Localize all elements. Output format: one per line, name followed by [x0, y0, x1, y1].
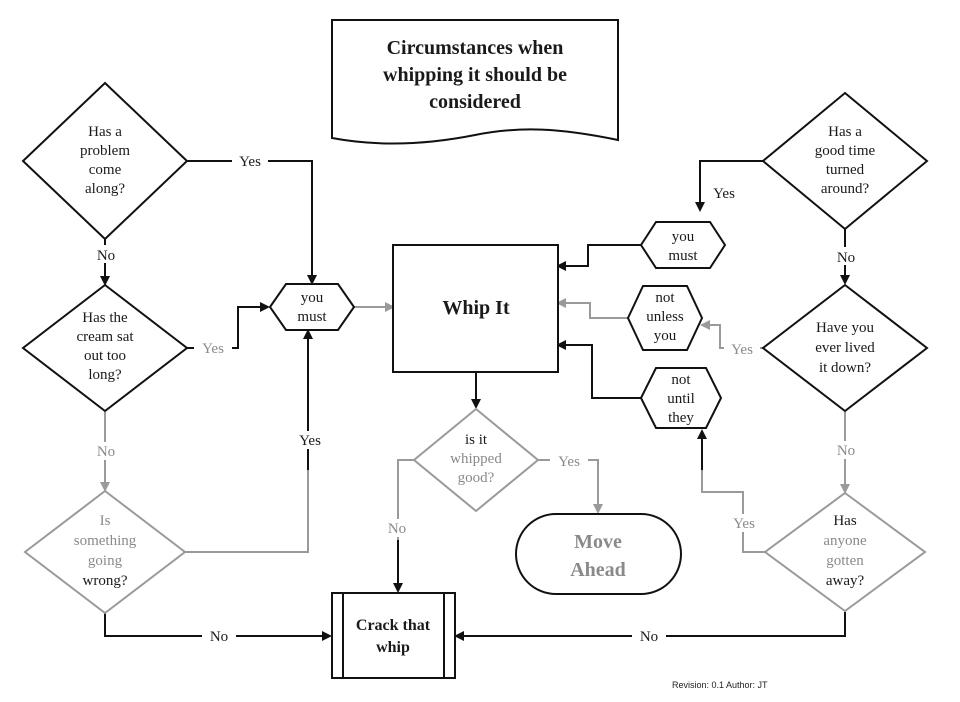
check-line-1: is it	[465, 432, 488, 448]
left-d1-line-3: come	[89, 162, 122, 178]
right-d1-line-4: around?	[821, 181, 870, 197]
process-crack-that-whip	[331, 592, 456, 679]
not-unless-line-3: you	[654, 328, 677, 344]
right-d3-line-2: anyone	[823, 533, 867, 549]
right-d3-line-3: gotten	[826, 553, 864, 569]
title-box	[331, 19, 619, 145]
process-whip-it	[392, 244, 559, 373]
right-d3-line-1: Has	[833, 513, 856, 529]
label-yes-left-d1: Yes	[239, 154, 261, 170]
label-no-left-d3: No	[210, 629, 228, 645]
label-yes-right-d2: Yes	[731, 342, 753, 358]
decision-anyone-gotten-away	[763, 491, 927, 613]
hex-not-until-they	[639, 367, 723, 429]
left-d2-line-4: long?	[88, 367, 122, 383]
label-no-check: No	[388, 521, 406, 537]
left-d3-line-2: something	[74, 533, 137, 549]
edge-not-unless-whip	[556, 298, 628, 319]
not-until-line-2: until	[667, 391, 695, 407]
right-hex-line-2: must	[668, 248, 698, 264]
edge-left-d3-no	[104, 612, 332, 641]
check-line-3: good?	[458, 470, 495, 486]
label-no-right-d1: No	[837, 250, 855, 266]
crack-line-2: whip	[376, 639, 410, 656]
decision-ever-lived-it-down	[761, 283, 929, 413]
decision-good-time-turned-around	[761, 91, 929, 231]
not-unless-line-1: not	[655, 290, 675, 306]
edge-not-until-whip	[556, 340, 641, 399]
left-hex-line-1: you	[301, 290, 324, 306]
decision-is-it-whipped	[412, 407, 540, 513]
not-unless-line-2: unless	[646, 309, 684, 325]
terminal-move-ahead	[515, 513, 682, 595]
label-yes-left-d3: Yes	[299, 433, 321, 449]
title-line-1: Circumstances when	[387, 37, 564, 59]
decision-problem-come-along	[21, 81, 189, 241]
crack-line-1: Crack that	[356, 617, 431, 634]
left-d3-line-3: going	[88, 553, 123, 569]
left-d3-line-4: wrong?	[83, 573, 128, 589]
not-until-line-1: not	[671, 372, 691, 388]
left-hex-line-2: must	[297, 309, 327, 325]
edge-left-d1-yes	[185, 160, 317, 285]
whip-it-label: Whip It	[442, 297, 510, 319]
right-hex-line-1: you	[672, 229, 695, 245]
left-d2-line-2: cream sat	[76, 329, 134, 345]
left-d2-line-1: Has the	[82, 310, 128, 326]
label-no-right-d3: No	[640, 629, 658, 645]
move-line-2: Ahead	[570, 559, 626, 581]
label-yes-left-d2: Yes	[202, 341, 224, 357]
left-d2-line-3: out too	[84, 348, 126, 364]
label-no-left-d1: No	[97, 248, 115, 264]
edge-right-you-must-whip	[556, 244, 641, 271]
label-yes-right-d3: Yes	[733, 516, 755, 532]
right-d2-line-3: it down?	[819, 360, 871, 376]
hex-left-you-must	[268, 283, 356, 331]
edge-check-no-grey	[397, 459, 415, 540]
decision-cream-sat-out	[21, 283, 189, 413]
hex-right-you-must	[639, 221, 727, 269]
title-line-3: considered	[429, 91, 521, 113]
edge-right-d3-no	[454, 612, 846, 641]
check-line-2: whipped	[450, 451, 502, 467]
left-d1-line-4: along?	[85, 181, 125, 197]
edge-right-d1-yes	[695, 160, 765, 212]
left-d1-line-2: problem	[80, 143, 130, 159]
right-d1-line-1: Has a	[828, 124, 862, 140]
label-yes-check: Yes	[558, 454, 580, 470]
label-yes-right-d1: Yes	[713, 186, 735, 202]
right-d1-line-3: turned	[826, 162, 865, 178]
move-line-1: Move	[574, 531, 622, 553]
right-d3-line-4: away?	[826, 573, 865, 589]
right-d2-line-2: ever lived	[815, 340, 875, 356]
edge-right-d3-yes-grey	[701, 470, 765, 553]
hex-not-unless-you	[626, 285, 704, 351]
label-no-left-d2: No	[97, 444, 115, 460]
right-d2-line-1: Have you	[816, 320, 874, 336]
left-d1-line-1: Has a	[88, 124, 122, 140]
left-d3-line-1: Is	[100, 513, 111, 529]
right-d1-line-2: good time	[815, 143, 876, 159]
decision-something-going-wrong	[23, 489, 187, 615]
revision-author-note: Revision: 0.1 Author: JT	[672, 680, 768, 690]
edge-left-d3-yes-grey	[185, 470, 309, 553]
title-line-2: whipping it should be	[383, 64, 567, 86]
not-until-line-3: they	[668, 410, 694, 426]
label-no-right-d2: No	[837, 443, 855, 459]
